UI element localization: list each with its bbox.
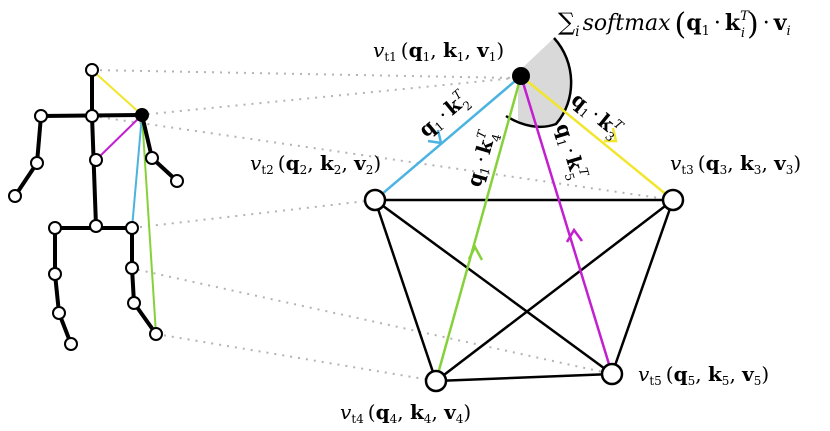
skeleton-line-blue — [131, 114, 143, 229]
dotted-line-foot — [155, 333, 437, 382]
label-t1: vt1(q1, k1, v1) — [373, 38, 504, 64]
label-t3: vt3(q3, k3, v3) — [670, 151, 801, 177]
node-t2 — [363, 188, 387, 212]
arrowhead-t3 — [604, 127, 618, 143]
dotted-line-hip — [131, 199, 376, 229]
skeleton-active-joint — [135, 108, 149, 122]
edge-to-t5 — [519, 75, 614, 375]
edge-to-t2 — [374, 75, 522, 201]
graph-nodes — [363, 67, 685, 393]
arrowhead-t5 — [565, 227, 584, 243]
node-t3 — [661, 188, 685, 212]
node-t1 — [512, 67, 530, 85]
node-labels: vt1(q1, k1, v1) vt2(q2, k2, v2) vt3(q3, … — [250, 38, 801, 426]
node-t4 — [424, 369, 448, 393]
graph-edges — [373, 198, 675, 383]
skeleton-attention-lines — [91, 69, 157, 335]
arrowhead-t2 — [427, 129, 443, 145]
skeleton-line-yellow — [91, 69, 143, 116]
skeleton-line-green — [141, 114, 157, 335]
attention-edges — [374, 75, 674, 382]
node-t5 — [600, 362, 624, 386]
label-t4: vt4(q4, k4, v4) — [340, 400, 471, 426]
skeleton-line-magenta — [95, 114, 143, 161]
skeleton-joints — [8, 63, 184, 351]
edge-label-t2: q1·kT2 — [413, 86, 475, 145]
aggregation-arc — [505, 37, 573, 128]
label-t5: vt5(q5, k5, v5) — [638, 362, 769, 388]
edge-to-t4 — [434, 75, 523, 382]
label-t2: vt2(q2, k2, v2) — [250, 151, 381, 177]
dotted-line-shoulder-left — [91, 115, 674, 201]
edge-to-t3 — [520, 75, 674, 201]
correspondence-lines — [91, 69, 674, 382]
arrowhead-t4 — [467, 244, 484, 261]
dotted-line-head — [91, 69, 516, 79]
